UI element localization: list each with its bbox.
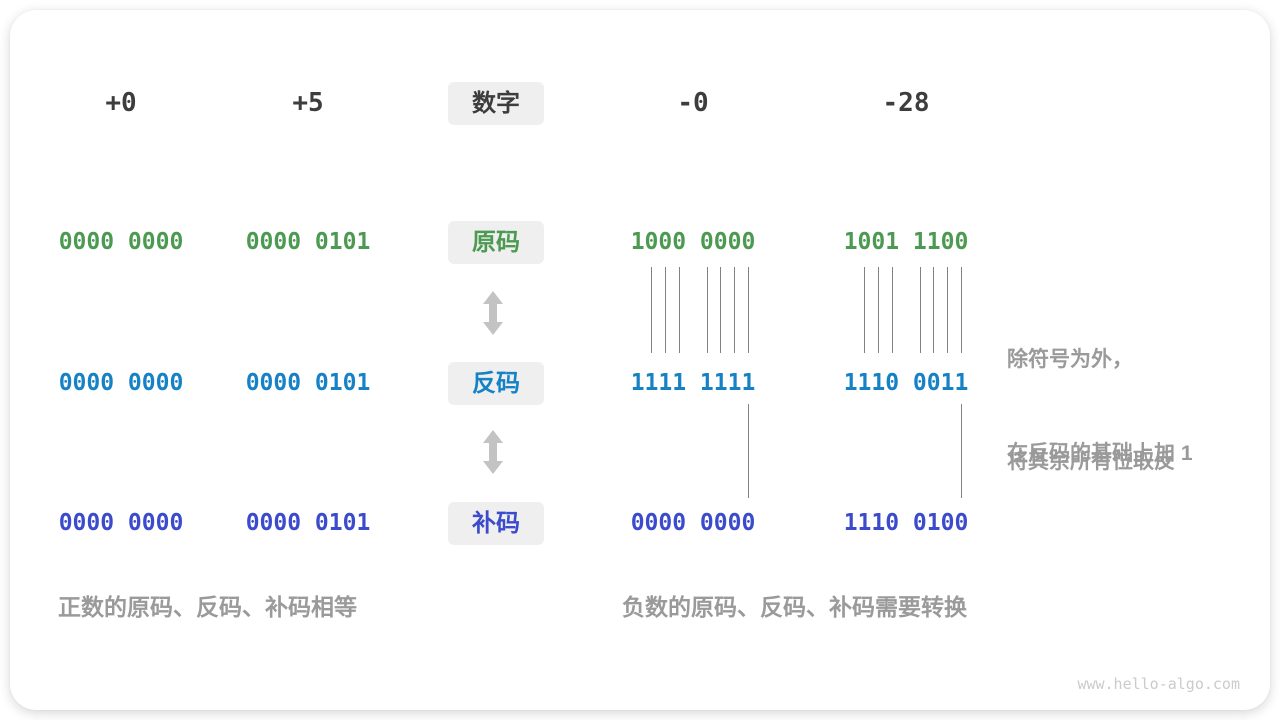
bit-connector-line — [720, 267, 721, 353]
watermark: www.hello-algo.com — [1077, 675, 1240, 693]
sign-magnitude-label-box: 原码 — [448, 221, 544, 264]
flip-annotation-line1: 除符号为外， — [1007, 348, 1133, 371]
ones-complement-minus-28: 1110 0011 — [843, 370, 969, 396]
bit-connector-line — [878, 267, 879, 353]
add-one-annotation: 在反码的基础上加 1 — [1007, 442, 1193, 465]
flip-annotation: 除符号为外， 将其余所有位取反 — [1007, 275, 1175, 547]
bit-connector-line — [707, 267, 708, 353]
bit-connector-line — [920, 267, 921, 353]
header-label-box: 数字 — [448, 82, 544, 125]
sign-magnitude-plus-0: 0000 0000 — [58, 229, 184, 255]
bit-connector-line — [947, 267, 948, 353]
carry-connector-line — [748, 404, 749, 498]
ones-complement-minus-0: 1111 1111 — [630, 370, 756, 396]
bit-connector-line — [892, 267, 893, 353]
sign-magnitude-minus-28: 1001 1100 — [843, 229, 969, 255]
bit-connector-line — [864, 267, 865, 353]
sign-magnitude-plus-5: 0000 0101 — [245, 229, 371, 255]
positive-caption: 正数的原码、反码、补码相等 — [58, 594, 357, 620]
carry-connector-line — [961, 404, 962, 498]
bit-connector-line — [665, 267, 666, 353]
header-value-plus-5: +5 — [292, 88, 324, 118]
twos-complement-minus-28: 1110 0100 — [843, 510, 969, 536]
twos-complement-label: 补码 — [472, 509, 520, 537]
card-background — [10, 10, 1270, 710]
double-arrow-icon — [483, 291, 503, 335]
negative-caption: 负数的原码、反码、补码需要转换 — [622, 594, 967, 620]
bit-connector-line — [651, 267, 652, 353]
ones-complement-label-box: 反码 — [448, 362, 544, 405]
header-label: 数字 — [472, 89, 520, 117]
flip-annotation-line2: 将其余所有位取反 — [1007, 450, 1175, 473]
sign-magnitude-minus-0: 1000 0000 — [630, 229, 756, 255]
bit-connector-line — [679, 267, 680, 353]
bit-connector-line — [961, 267, 962, 353]
bit-connector-line — [933, 267, 934, 353]
twos-complement-label-box: 补码 — [448, 502, 544, 545]
double-arrow-icon — [483, 430, 503, 474]
bit-connector-line — [734, 267, 735, 353]
ones-complement-plus-5: 0000 0101 — [245, 370, 371, 396]
twos-complement-plus-5: 0000 0101 — [245, 510, 371, 536]
twos-complement-minus-0: 0000 0000 — [630, 510, 756, 536]
header-value-minus-0: -0 — [677, 88, 709, 118]
ones-complement-plus-0: 0000 0000 — [58, 370, 184, 396]
header-value-minus-28: -28 — [882, 88, 930, 118]
bit-connector-line — [748, 267, 749, 353]
twos-complement-plus-0: 0000 0000 — [58, 510, 184, 536]
header-value-plus-0: +0 — [105, 88, 137, 118]
sign-magnitude-label: 原码 — [472, 228, 520, 256]
ones-complement-label: 反码 — [472, 369, 520, 397]
